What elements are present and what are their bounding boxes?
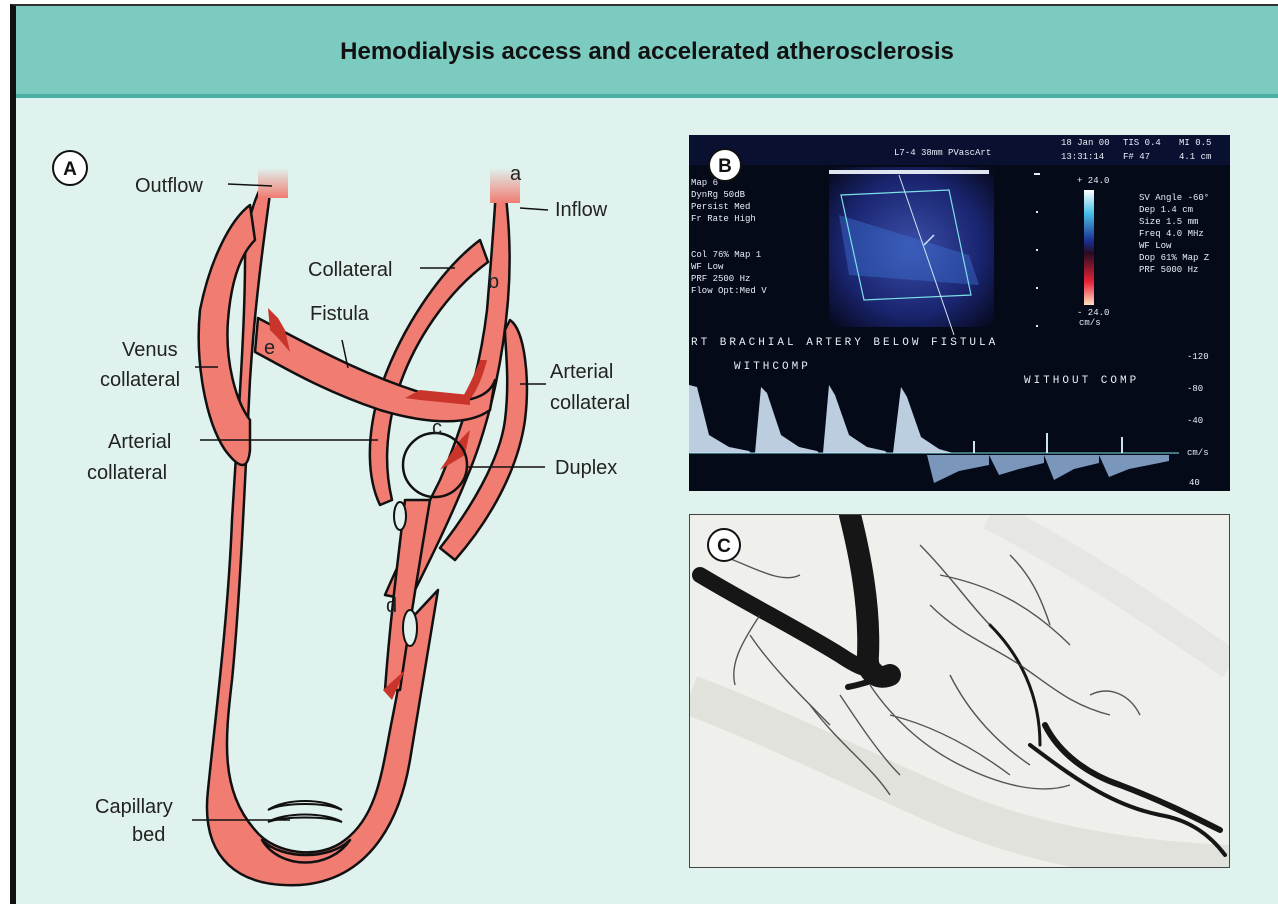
scale-label-5: 40 — [1189, 478, 1200, 488]
panel-b-badge-text: B — [718, 156, 732, 177]
label-letter-e: e — [264, 337, 275, 359]
label-duplex: Duplex — [555, 457, 617, 479]
panel-c-badge-text: C — [717, 536, 731, 557]
us-frame: F# 47 — [1123, 152, 1150, 162]
skin-line — [829, 170, 989, 174]
angiogram-svg: C — [690, 515, 1230, 868]
panel-b-ultrasound: L7-4 38mm PVascArt 18 Jan 00 13:31:14 TI… — [689, 135, 1230, 491]
scale-label-3: -40 — [1187, 416, 1203, 426]
us-setting-2: DynRg 50dB — [691, 190, 746, 200]
us-rsetting-3: Size 1.5 mm — [1139, 217, 1198, 227]
us-rsetting-1: SV Angle -60° — [1139, 193, 1209, 203]
label-capillary-bed-line1: Capillary — [95, 796, 173, 818]
scale-label-4: cm/s — [1187, 448, 1209, 458]
label-venus-collateral-line2: collateral — [100, 369, 180, 391]
us-date: 18 Jan 00 — [1061, 138, 1110, 148]
label-venus-collateral-line1: Venus — [122, 339, 178, 361]
fistula-vessel — [255, 318, 495, 421]
us-rsetting-7: PRF 5000 Hz — [1139, 265, 1198, 275]
us-mi: MI 0.5 — [1179, 138, 1211, 148]
us-rsetting-5: WF Low — [1139, 241, 1172, 251]
scale-label-1: -120 — [1187, 352, 1209, 362]
us-time: 13:31:14 — [1061, 152, 1104, 162]
us-left-settings: Map 6 DynRg 50dB Persist Med Fr Rate Hig… — [691, 178, 767, 296]
label-arterial-collateral-left-line2: collateral — [87, 462, 167, 484]
label-letter-d: d — [386, 595, 397, 617]
outflow-fade — [258, 168, 288, 198]
us-rsetting-4: Freq 4.0 MHz — [1139, 229, 1204, 239]
us-depth: 4.1 cm — [1179, 152, 1211, 162]
panel-a-badge-text: A — [63, 159, 77, 180]
scale-label-2: -80 — [1187, 384, 1203, 394]
doppler-scale: -120 -80 -40 cm/s 40 — [1187, 352, 1209, 488]
depth-ticks — [1034, 173, 1040, 327]
ultrasound-svg: L7-4 38mm PVascArt 18 Jan 00 13:31:14 TI… — [689, 135, 1230, 491]
label-arterial-collateral-left-line1: Arterial — [108, 431, 171, 453]
label-letter-c: c — [432, 417, 442, 439]
spectral-doppler — [689, 385, 1179, 483]
label-fistula: Fistula — [310, 303, 370, 325]
label-letter-b: b — [488, 271, 499, 293]
panel-c-angiogram: C — [689, 514, 1230, 868]
label-inflow: Inflow — [555, 199, 608, 221]
color-scale-bottom: - 24.0 — [1077, 308, 1109, 318]
panel-a-labels: Outflow Inflow Collateral Fistula Venus … — [87, 163, 630, 846]
label-outflow: Outflow — [135, 175, 203, 197]
us-right-settings: SV Angle -60° Dep 1.4 cm Size 1.5 mm Fre… — [1139, 193, 1210, 275]
label-capillary-bed-line2: bed — [132, 824, 165, 846]
us-setting-7: WF Low — [691, 262, 724, 272]
us-without-comp: WITHOUT COMP — [1024, 375, 1139, 387]
us-with-comp: WITHCOMP — [734, 361, 811, 373]
us-setting-3: Persist Med — [691, 202, 750, 212]
panel-a-badge: A — [53, 151, 87, 185]
color-scale-unit: cm/s — [1079, 318, 1101, 328]
panel-c-badge: C — [708, 529, 740, 561]
label-letter-a: a — [510, 163, 522, 185]
us-setting-1: Map 6 — [691, 178, 718, 188]
us-setting-6: Col 76% Map 1 — [691, 250, 761, 260]
us-probe: L7-4 38mm PVascArt — [894, 148, 991, 158]
us-rsetting-6: Dop 61% Map Z — [1139, 253, 1210, 263]
color-scale-bar — [1084, 190, 1094, 305]
label-arterial-collateral-right-line2: collateral — [550, 392, 630, 414]
us-setting-8: PRF 2500 Hz — [691, 274, 750, 284]
us-ti: TIS 0.4 — [1123, 138, 1161, 148]
panel-b-badge: B — [709, 149, 741, 181]
us-caption: RT BRACHIAL ARTERY BELOW FISTULA — [691, 337, 998, 349]
us-rsetting-2: Dep 1.4 cm — [1139, 205, 1193, 215]
us-setting-9: Flow Opt:Med V — [691, 286, 767, 296]
us-setting-4: Fr Rate High — [691, 214, 756, 224]
label-collateral: Collateral — [308, 259, 392, 281]
label-arterial-collateral-right-line1: Arterial — [550, 361, 613, 383]
color-scale-top: + 24.0 — [1077, 176, 1109, 186]
